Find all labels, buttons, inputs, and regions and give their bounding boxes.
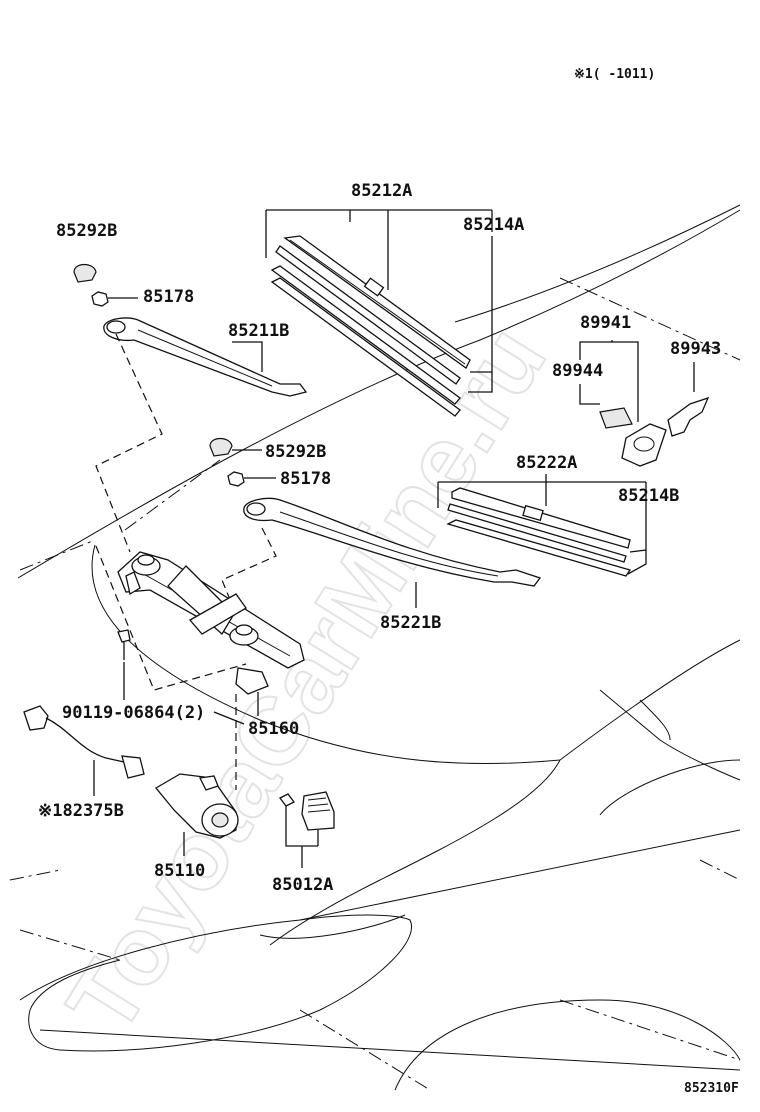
callout-89943: 89943 [670, 339, 721, 359]
wiper-linkage-85160 [117, 551, 305, 695]
model-note: ※1( -1011) [574, 67, 655, 82]
wiper-arm-85211B [103, 317, 308, 397]
nut-85178-mid [227, 471, 245, 487]
callout-85178-top: 85178 [143, 287, 194, 307]
callout-89941: 89941 [580, 313, 631, 333]
wiper-blade-85212A [270, 235, 471, 417]
callout-85222A: 85222A [516, 453, 577, 473]
callout-85214A: 85214A [463, 215, 524, 235]
nut-85178-top [91, 291, 109, 307]
callout-85211B: 85211B [228, 321, 289, 341]
callout-85212A: 85212A [351, 181, 412, 201]
callout-85221B: 85221B [380, 613, 441, 633]
bolt-90119 [117, 629, 131, 643]
key-89941 [621, 423, 667, 467]
watermark: ToyotaCarMine.ru [47, 308, 566, 1051]
wire-harness-82375B [23, 705, 145, 779]
wiper-arm-85221B [243, 497, 542, 587]
leader-85212A [265, 209, 493, 393]
wiper-cap-85292B-top [73, 263, 97, 283]
bracket-85012A [279, 791, 335, 831]
callout-82375B: ※182375B [38, 801, 124, 821]
wiper-cap-85292B-mid [209, 437, 233, 457]
wiper-motor-85110 [155, 773, 239, 839]
wiper-blade-85222A [446, 487, 632, 577]
callout-85292B-mid: 85292B [265, 442, 326, 462]
callout-85178-mid: 85178 [280, 469, 331, 489]
callout-85160: 85160 [248, 719, 299, 739]
bracket-89943 [667, 396, 710, 437]
key-plate-89944 [599, 407, 633, 429]
callout-89944: 89944 [552, 361, 603, 381]
callout-85292B-top: 85292B [56, 221, 117, 241]
figure-code: 852310F [684, 1081, 739, 1096]
callout-85012A: 85012A [272, 875, 333, 895]
callout-85110: 85110 [154, 861, 205, 881]
callout-90119: 90119-06864(2) [62, 703, 205, 723]
callout-85214B: 85214B [618, 486, 679, 506]
body-outline [9, 204, 741, 1091]
